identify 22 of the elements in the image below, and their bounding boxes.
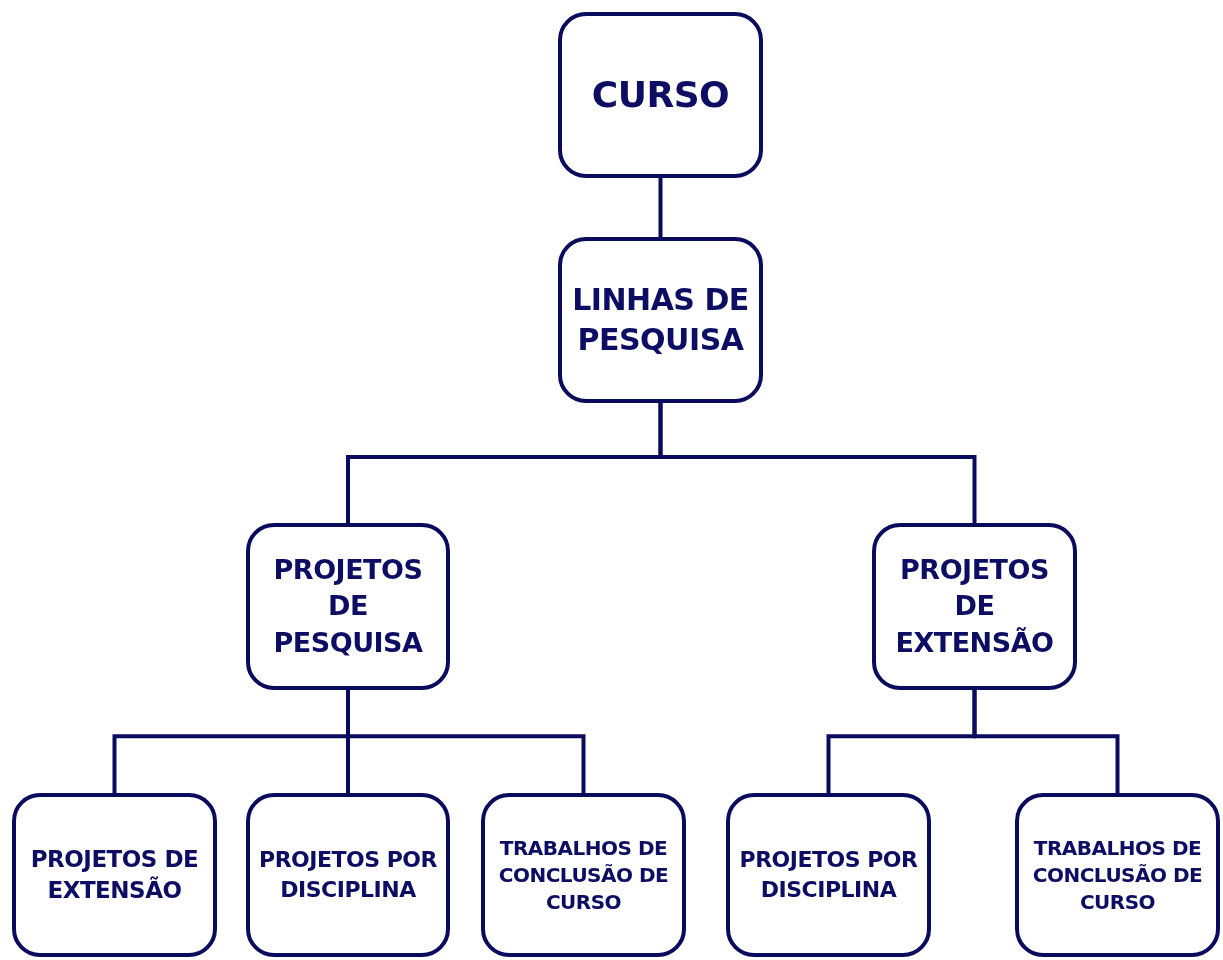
box-label: PROJETOS POR DISCIPLINA [738, 846, 919, 904]
process-box [246, 523, 450, 690]
connector-line [972, 690, 1120, 793]
process-box [481, 793, 686, 957]
box-label: TRABALHOS DE CONCLUSÃO DE CURSO [1031, 834, 1204, 916]
process-box [558, 12, 763, 178]
box-label: PROJETOS DE EXTENSÃO [894, 552, 1055, 660]
box-label: PROJETOS DE EXTENSÃO [29, 844, 200, 905]
box-label: PROJETOS POR DISCIPLINA [258, 846, 438, 904]
process-box [558, 237, 763, 403]
process-box [246, 793, 450, 957]
process-box [726, 793, 931, 957]
connector-line [346, 690, 586, 793]
connector-line [658, 403, 977, 523]
box-label: TRABALHOS DE CONCLUSÃO DE CURSO [497, 834, 670, 916]
process-box [872, 523, 1077, 690]
process-box [1015, 793, 1220, 957]
connector-line [658, 178, 663, 237]
box-label: PROJETOS DE PESQUISA [272, 552, 424, 660]
box-label: LINHAS DE PESQUISA [571, 280, 750, 359]
box-label: CURSO [591, 72, 730, 117]
process-box [12, 793, 217, 957]
